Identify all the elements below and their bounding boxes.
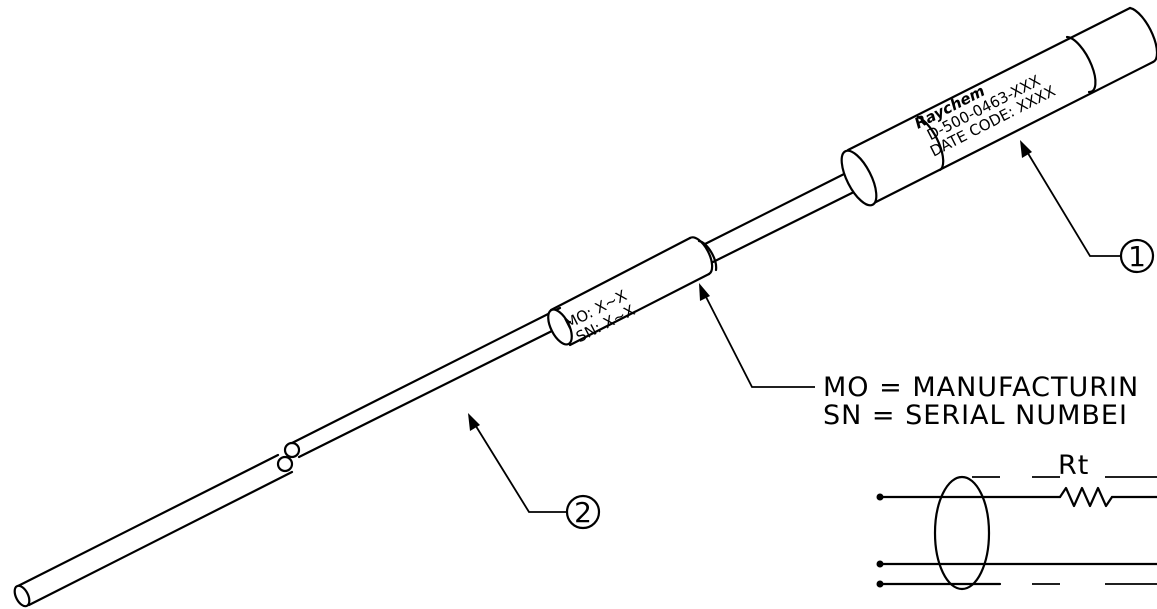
note-mo: MO = MANUFACTURIN — [823, 372, 1139, 403]
leader-item-2: 2 — [468, 413, 601, 530]
note-sn: SN = SERIAL NUMBEI — [823, 400, 1128, 431]
sensor-probe: Raychem D-500-0463-XXX DATE CODE: XXXX — [840, 6, 1157, 207]
cable-marker-sleeve: MO: X~X SN: X~X — [547, 236, 718, 348]
abbreviation-notes: MO = MANUFACTURIN SN = SERIAL NUMBEI — [823, 372, 1139, 431]
svg-text:MO: X~X SN: X~X: MO: X~X SN: X~X — [561, 284, 641, 348]
balloon-2-label: 2 — [574, 496, 592, 529]
wiring-schematic: Rt — [876, 450, 1157, 591]
leader-marker — [699, 283, 815, 388]
leader-item-1: 1 — [1020, 140, 1155, 274]
balloon-1-label: 1 — [1128, 240, 1146, 273]
resistor-label: Rt — [1058, 450, 1089, 481]
cable — [13, 164, 868, 608]
svg-text:Raychem D-500-0463-XXX: Raychem D-500-0463-XXX DATE CODE: XXXX — [912, 53, 1059, 161]
